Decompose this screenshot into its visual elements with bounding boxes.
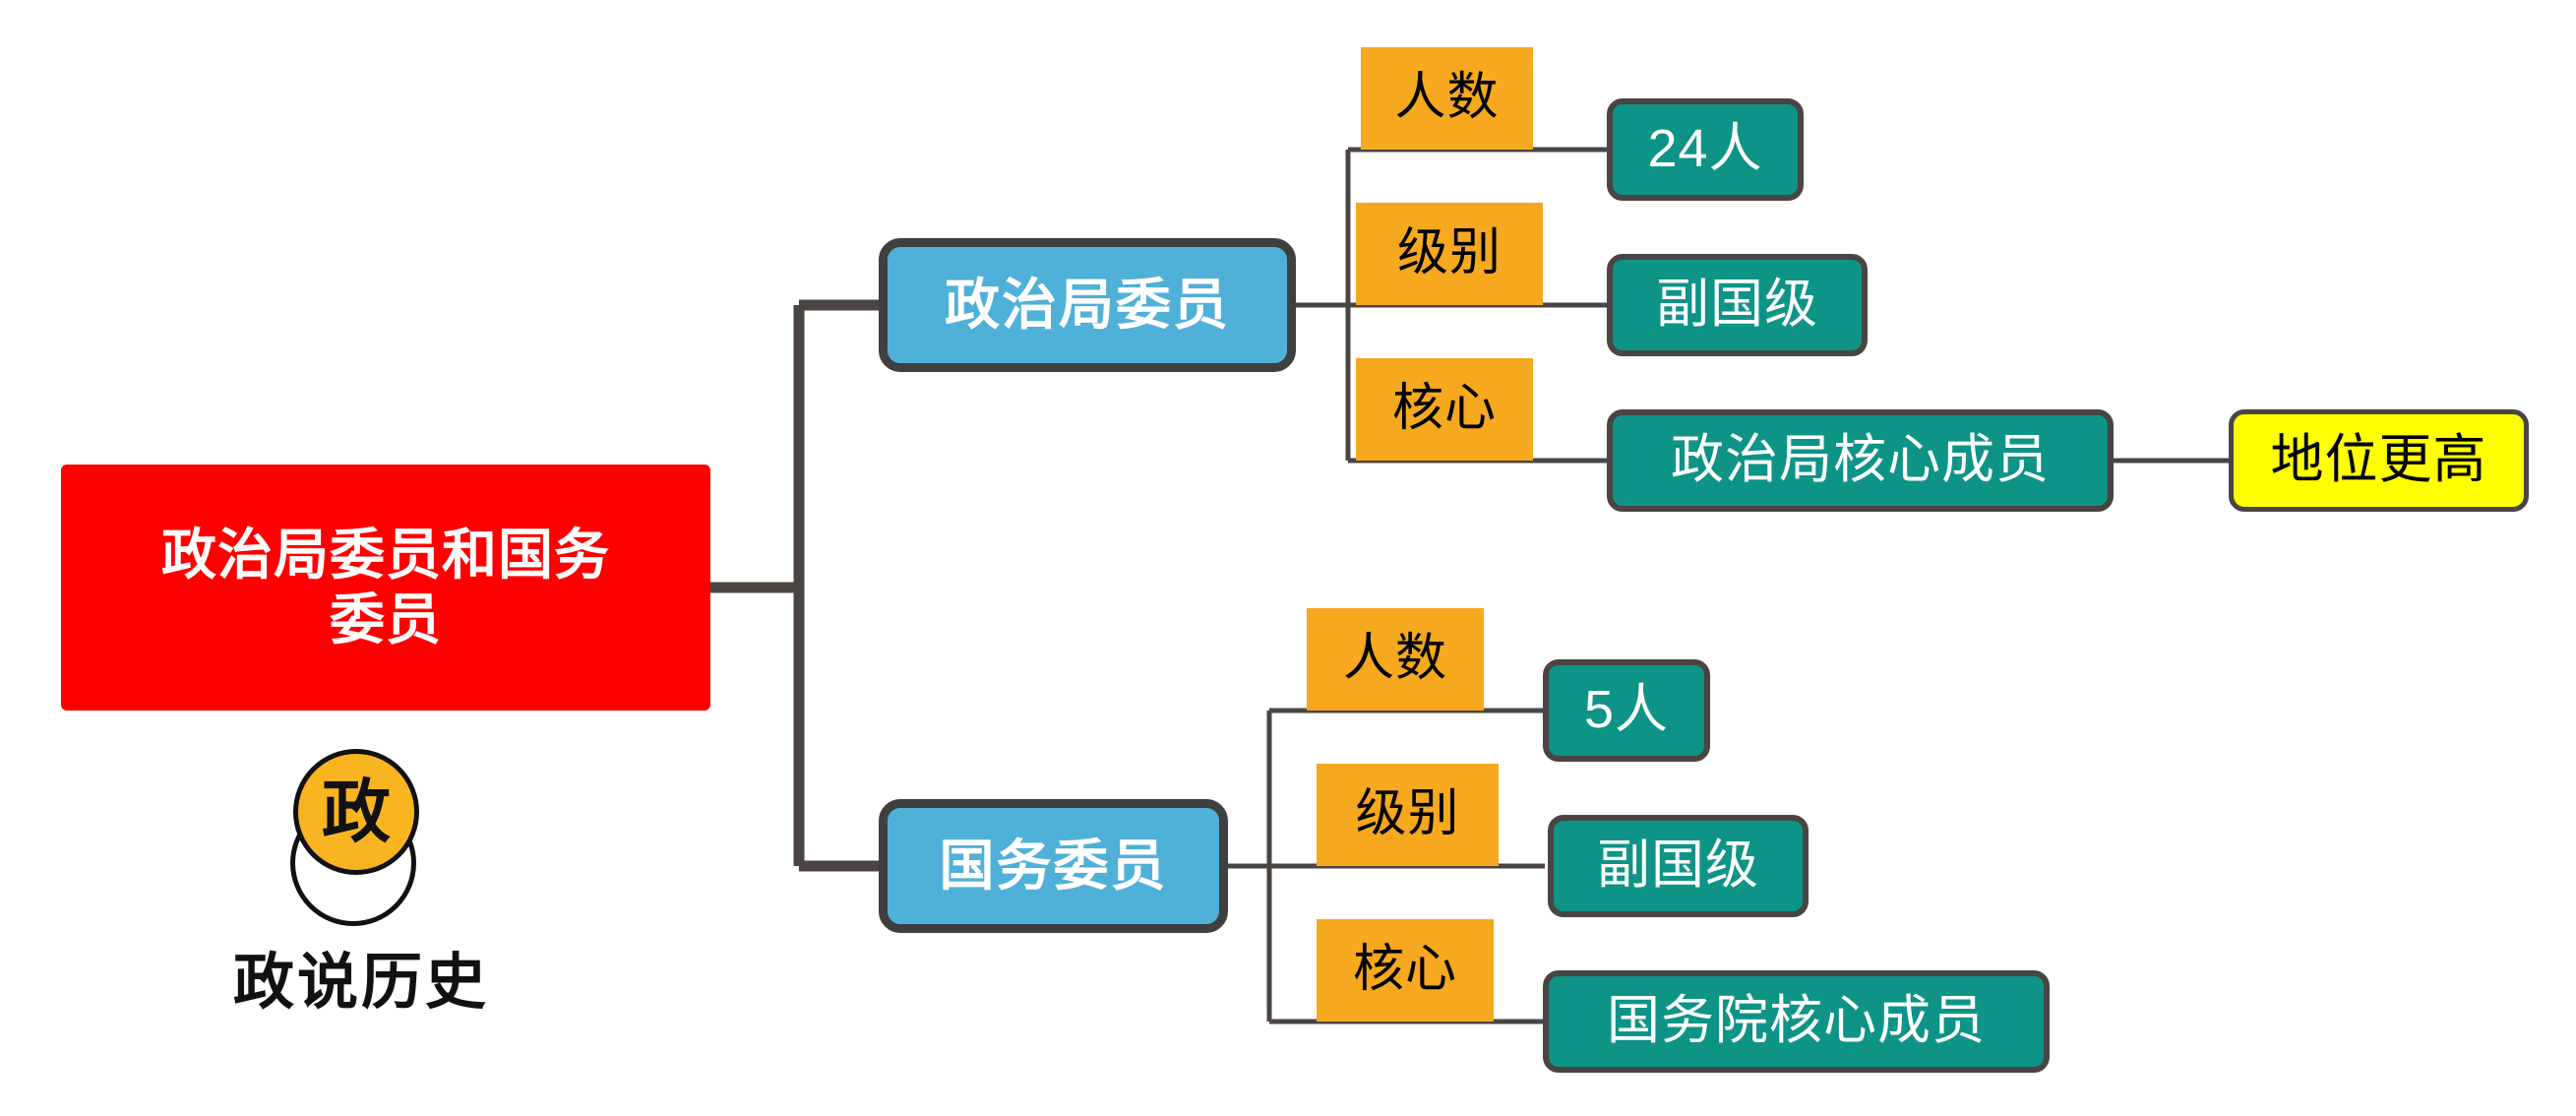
leaf-politburo-headcount-value: 24人 (1647, 119, 1763, 179)
leaf-councilor-headcount[interactable]: 5人 (1543, 659, 1710, 762)
branch-node-state-councilor[interactable]: 国务委员 (879, 799, 1228, 933)
tag-councilor-headcount-label: 人数 (1342, 630, 1447, 688)
leaf-politburo-core-value: 政治局核心成员 (1671, 430, 2050, 490)
tag-politburo-core[interactable]: 核心 (1356, 358, 1533, 461)
leaf-councilor-core-value: 国务院核心成员 (1607, 991, 1986, 1051)
leaf-councilor-rank[interactable]: 副国级 (1548, 815, 1809, 917)
leaf-councilor-rank-value: 副国级 (1597, 836, 1759, 896)
leaf-politburo-core[interactable]: 政治局核心成员 (1607, 409, 2114, 512)
branch-node-state-councilor-label: 国务委员 (939, 834, 1168, 897)
logo-badge-icon: 政 (293, 749, 419, 875)
tag-politburo-headcount-label: 人数 (1394, 69, 1500, 127)
highlight-node-status-label: 地位更高 (2270, 430, 2487, 490)
watermark-brand-text: 政说历史 (233, 946, 490, 1018)
leaf-politburo-headcount[interactable]: 24人 (1607, 98, 1804, 201)
leaf-politburo-rank-value: 副国级 (1656, 275, 1818, 335)
tag-politburo-headcount[interactable]: 人数 (1361, 47, 1533, 150)
tag-councilor-rank-label: 级别 (1355, 785, 1460, 843)
logo-badge-char: 政 (322, 771, 391, 852)
tag-councilor-core[interactable]: 核心 (1317, 919, 1494, 1022)
tag-politburo-core-label: 核心 (1391, 380, 1497, 438)
root-node-label: 政治局委员和国务 委员 (161, 523, 610, 651)
tag-politburo-rank[interactable]: 级别 (1356, 203, 1543, 305)
leaf-politburo-rank[interactable]: 副国级 (1607, 254, 1868, 356)
root-node[interactable]: 政治局委员和国务 委员 (61, 465, 710, 711)
highlight-node-status[interactable]: 地位更高 (2229, 409, 2529, 512)
branch-node-politburo[interactable]: 政治局委员 (879, 238, 1296, 372)
leaf-councilor-core[interactable]: 国务院核心成员 (1543, 970, 2050, 1073)
tag-councilor-core-label: 核心 (1352, 941, 1457, 999)
tag-councilor-rank[interactable]: 级别 (1317, 764, 1499, 866)
tag-politburo-rank-label: 级别 (1396, 224, 1502, 282)
tag-councilor-headcount[interactable]: 人数 (1307, 608, 1484, 711)
watermark-logo: 政 政说历史 (233, 743, 486, 1018)
leaf-councilor-headcount-value: 5人 (1583, 680, 1670, 740)
branch-node-politburo-label: 政治局委员 (945, 273, 1230, 336)
